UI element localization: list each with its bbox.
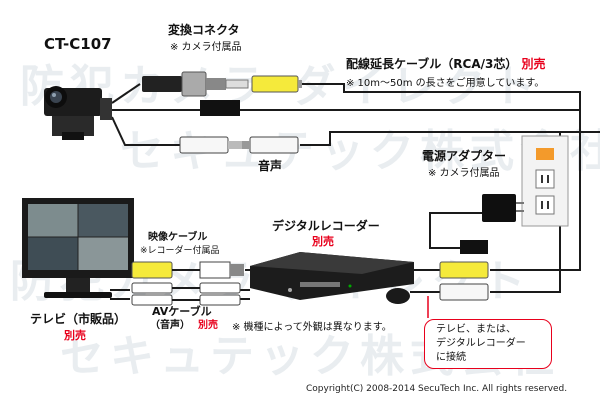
recorder-sold-separately: 別売	[312, 235, 334, 248]
tv-title: テレビ（市販品）	[30, 312, 127, 326]
extension-video-wire	[300, 83, 581, 271]
audio-label: 音声	[258, 159, 283, 173]
wires	[110, 83, 600, 318]
callout-line-2: デジタルレコーダー	[436, 338, 526, 349]
power-adapter-title: 電源アダプター	[422, 149, 507, 163]
audio-rca-right-icon	[242, 136, 299, 154]
callout-line-1: テレビ、または、	[436, 324, 516, 335]
wall-outlet-icon	[521, 135, 569, 227]
av-cable-title: AVケーブル	[152, 305, 212, 318]
extension-cable-title-text: 配線延長ケーブル（RCA/3芯）	[346, 57, 518, 71]
power-plug-icon	[200, 100, 240, 116]
av-cable-sub: （音声）	[150, 320, 190, 331]
camera-wire-top	[111, 83, 141, 104]
video-cable-icon	[131, 261, 244, 279]
av-cable-icon	[131, 282, 241, 306]
yellow-rca-plug-icon	[251, 75, 302, 93]
connection-callout	[424, 319, 552, 369]
extension-audio-wire	[300, 131, 600, 146]
callout-line-3: に接続	[436, 352, 466, 363]
audio-rca-left-icon	[179, 136, 242, 154]
recorder-title: デジタルレコーダー	[272, 219, 380, 233]
extension-cable-title: 配線延長ケーブル（RCA/3芯） 別売	[346, 57, 546, 72]
video-cable-title: 映像ケーブル	[148, 232, 208, 243]
av-cable-sold-separately: 別売	[198, 320, 218, 331]
converter-note: ※ カメラ付属品	[170, 42, 242, 53]
video-cable-note: ※レコーダー付属品	[140, 246, 220, 256]
camera-wire-audio	[111, 116, 180, 146]
disclaimer-note: ※ 機種によって外観は異なります。	[232, 322, 392, 333]
copyright: Copyright(C) 2008-2014 SecuTech Inc. All…	[306, 384, 568, 394]
converter-title: 変換コネクタ	[168, 23, 240, 37]
power-adapter-icon	[482, 194, 524, 222]
extension-cable-sold-separately: 別売	[521, 57, 546, 71]
right-yellow-rca-icon	[439, 261, 489, 279]
tv-sold-separately: 別売	[64, 329, 86, 342]
power-jack-right-icon	[460, 240, 488, 254]
power-adapter-wire	[429, 212, 505, 249]
bnc-converter-icon	[142, 71, 249, 97]
extension-cable-note: ※ 10m～50m の長さをご用意しています。	[346, 78, 545, 89]
camera-model-label: CT-C107	[44, 35, 112, 53]
digital-recorder-icon	[250, 252, 414, 300]
power-adapter-note: ※ カメラ付属品	[428, 168, 500, 179]
right-white-rca-icon	[439, 283, 489, 301]
tv-icon	[22, 198, 134, 298]
camera-icon	[44, 86, 112, 140]
mouse-icon	[386, 288, 410, 304]
